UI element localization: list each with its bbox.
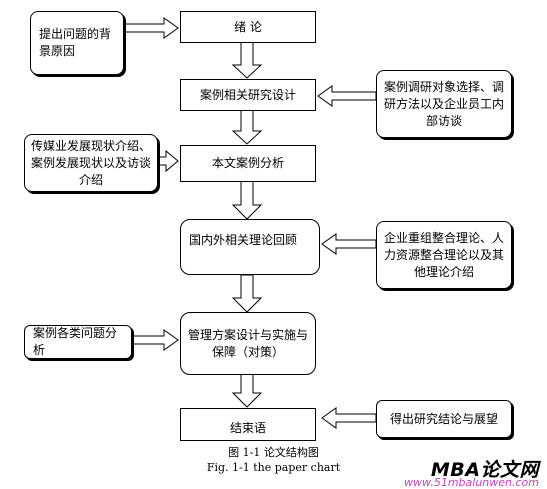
mgmt-design-label: 管理方案设计与实施与保障（对策） <box>187 327 308 359</box>
left-arrow <box>321 407 377 429</box>
media-label: 传媒业发展现状介绍、案例发展现状以及访谈介绍 <box>31 138 152 187</box>
intro-box: 绪 论 <box>180 11 316 43</box>
case-analysis-box: 本文案例分析 <box>180 145 316 182</box>
intro-label: 绪 论 <box>234 19 262 34</box>
media-box: 传媒业发展现状介绍、案例发展现状以及访谈介绍 <box>24 134 158 192</box>
research-methods-box: 案例调研对象选择、调研方法以及企业员工内部访谈 <box>376 70 512 138</box>
caption-cn: 图 1-1 论文结构图 <box>228 446 319 459</box>
theories-box: 企业重组整合理论、人力资源整合理论以及其他理论介绍 <box>376 221 512 289</box>
conclusion-box: 结束语 <box>180 408 316 441</box>
problems-label: 案例各类问题分析 <box>33 326 118 357</box>
left-arrow <box>321 233 377 255</box>
research-methods-label: 案例调研对象选择、调研方法以及企业员工内部访谈 <box>383 79 504 128</box>
right-arrow <box>131 329 179 351</box>
down-arrow <box>231 109 263 145</box>
right-arrow <box>123 17 179 39</box>
problems-box: 案例各类问题分析 <box>24 325 132 359</box>
watermark-logo: MBA论文网 <box>430 459 539 481</box>
down-arrow <box>231 180 263 220</box>
left-arrow <box>317 85 377 107</box>
lit-review-box: 国内外相关理论回顾 <box>180 219 320 275</box>
background-box: 提出问题的背景原因 <box>30 11 124 75</box>
down-arrow <box>231 274 263 313</box>
right-arrow <box>157 149 179 173</box>
lit-review-label: 国内外相关理论回顾 <box>189 233 298 247</box>
case-analysis-label: 本文案例分析 <box>211 156 284 170</box>
case-design-label: 案例相关研究设计 <box>199 87 296 102</box>
down-arrow <box>231 41 263 79</box>
case-design-box: 案例相关研究设计 <box>180 79 316 111</box>
watermark-url: www.51mbalunwen.com <box>404 476 539 489</box>
caption-en: Fig. 1-1 the paper chart <box>206 461 341 474</box>
background-label: 提出问题的背景原因 <box>39 27 112 58</box>
conclusion-label: 结束语 <box>229 421 266 435</box>
theories-label: 企业重组整合理论、人力资源整合理论以及其他理论介绍 <box>383 230 504 279</box>
mgmt-design-box: 管理方案设计与实施与保障（对策） <box>180 312 316 375</box>
outlook-label: 得出研究结论与展望 <box>389 411 498 426</box>
down-arrow <box>231 373 263 408</box>
outlook-box: 得出研究结论与展望 <box>376 400 512 438</box>
